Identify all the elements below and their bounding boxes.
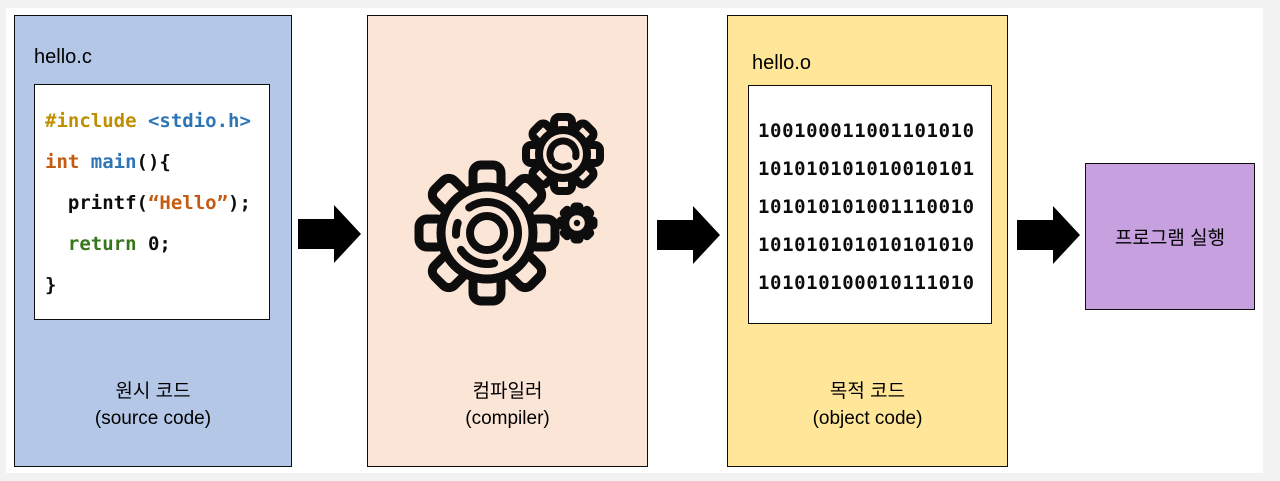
binary-line: 101010100010111010	[758, 272, 975, 294]
code-token-endbrace: }	[45, 274, 57, 296]
code-token-int: int	[45, 151, 91, 173]
compiler-box: 컴파일러 (compiler)	[367, 15, 648, 467]
arrow-right-icon	[298, 205, 361, 263]
program-run-label: 프로그램 실행	[1114, 228, 1226, 249]
code-editor-panel: #include <stdio.h> int main(){ printf(“H…	[34, 84, 270, 320]
source-label-english: (source code)	[94, 408, 212, 429]
source-file-name: hello.c	[34, 46, 92, 68]
program-run-box: 프로그램 실행	[1085, 163, 1255, 310]
code-line: }	[45, 265, 269, 306]
code-line: return 0;	[45, 224, 269, 265]
source-box-label: 원시 코드 (source code)	[15, 378, 291, 432]
code-token-braces: (){	[136, 151, 171, 173]
object-label-korean: 목적 코드	[829, 381, 906, 402]
code-token-printf: printf(	[45, 192, 148, 214]
object-label-english: (object code)	[812, 408, 923, 429]
binary-line: 100100011001101010	[758, 120, 975, 142]
code-line: #include <stdio.h>	[45, 101, 269, 142]
gears-icon	[414, 113, 604, 306]
object-code-box: hello.o 100100011001101010 1010101010100…	[727, 15, 1008, 467]
compiler-label-english: (compiler)	[465, 408, 550, 429]
source-label-korean: 원시 코드	[115, 381, 191, 402]
binary-line: 101010101010101010	[758, 234, 975, 256]
code-line: int main(){	[45, 142, 269, 183]
code-token-return: return	[45, 233, 148, 255]
object-file-name: hello.o	[752, 52, 811, 74]
code-token-zero: 0;	[147, 233, 171, 255]
code-line: printf(“Hello”);	[45, 183, 269, 224]
arrow-right-icon	[1017, 206, 1080, 264]
code-token-main: main	[90, 151, 137, 173]
compiler-label-korean: 컴파일러	[472, 381, 543, 402]
binary-line: 101010101010010101	[758, 158, 975, 180]
source-code-box: hello.c #include <stdio.h> int main(){ p…	[14, 15, 292, 467]
compiler-box-label: 컴파일러 (compiler)	[368, 378, 647, 432]
code-token-header: <stdio.h>	[147, 110, 251, 132]
code-token-string: “Hello”	[147, 192, 229, 214]
binary-panel: 100100011001101010 101010101010010101 10…	[748, 85, 992, 324]
code-token-include: #include	[45, 110, 148, 132]
arrow-right-icon	[657, 206, 720, 264]
code-token-close: );	[228, 192, 251, 214]
object-box-label: 목적 코드 (object code)	[728, 378, 1007, 432]
binary-line: 101010101001110010	[758, 196, 975, 218]
